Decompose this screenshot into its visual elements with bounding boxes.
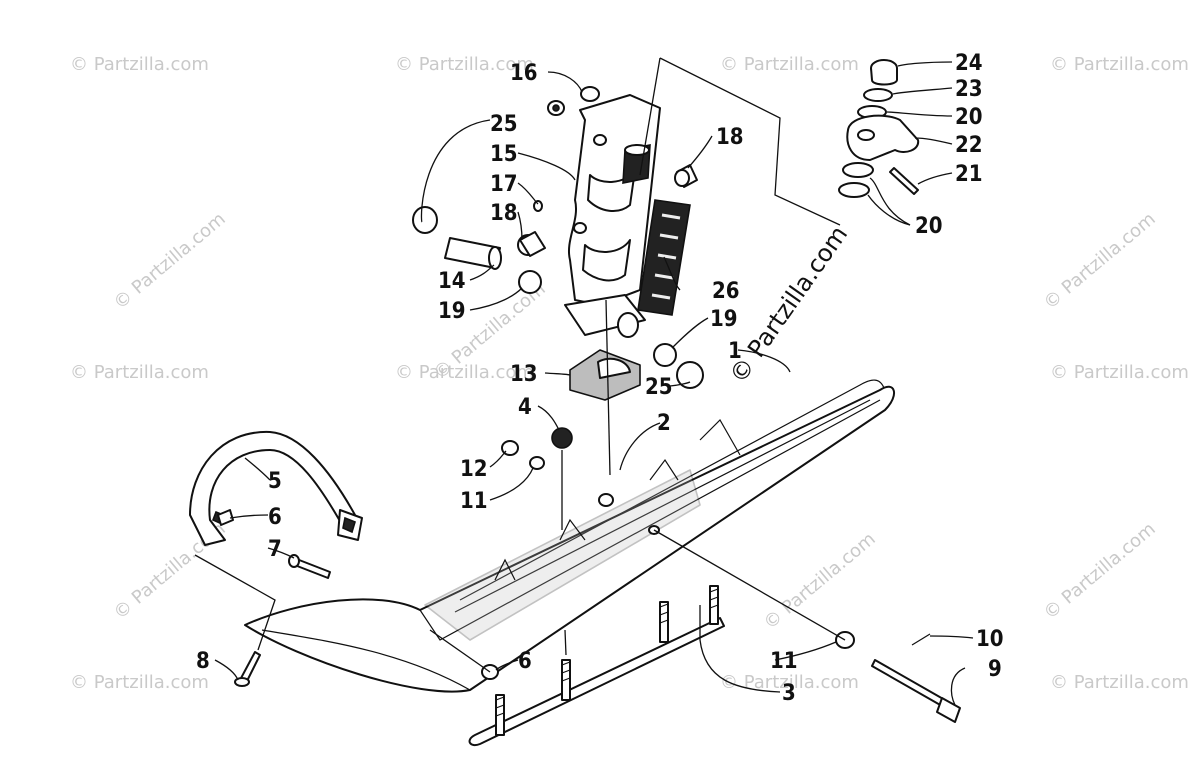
callout-21: 21 bbox=[955, 162, 983, 187]
callout-23: 23 bbox=[955, 77, 983, 102]
callout-10: 10 bbox=[976, 627, 1004, 652]
callout-20: 20 bbox=[955, 105, 983, 130]
callout-5: 5 bbox=[268, 469, 282, 494]
callout-19: 19 bbox=[438, 299, 466, 324]
callout-3: 3 bbox=[782, 681, 796, 706]
watermark-center: © Partzilla.com bbox=[724, 221, 853, 389]
callout-6: 6 bbox=[268, 505, 282, 530]
watermark: © Partzilla.com bbox=[1040, 208, 1160, 313]
steering-arm bbox=[838, 59, 920, 198]
watermark: © Partzilla.com bbox=[1050, 54, 1189, 75]
callout-16: 16 bbox=[510, 61, 538, 86]
watermark: © Partzilla.com bbox=[1040, 518, 1160, 623]
callout-1: 1 bbox=[728, 339, 742, 364]
callout-2: 2 bbox=[657, 411, 671, 436]
callout-11: 11 bbox=[770, 649, 798, 674]
callout-22: 22 bbox=[955, 133, 983, 158]
watermark: © Partzilla.com bbox=[395, 54, 534, 75]
callout-11: 11 bbox=[460, 489, 488, 514]
callout-12: 12 bbox=[460, 457, 488, 482]
callout-7: 7 bbox=[268, 537, 282, 562]
callout-6: 6 bbox=[518, 649, 532, 674]
watermark: © Partzilla.com bbox=[720, 54, 859, 75]
callout-24: 24 bbox=[955, 51, 983, 76]
callouts: 1 2 3 4 5 6 6 7 8 9 10 11 11 12 13 14 15… bbox=[196, 51, 1004, 706]
hardware bbox=[217, 86, 961, 723]
callout-18: 18 bbox=[490, 201, 518, 226]
callout-20: 20 bbox=[915, 214, 943, 239]
watermark: © Partzilla.com bbox=[1050, 672, 1189, 693]
ski-body bbox=[244, 379, 895, 693]
callout-13: 13 bbox=[510, 362, 538, 387]
callout-26: 26 bbox=[712, 279, 740, 304]
callout-9: 9 bbox=[988, 657, 1002, 682]
callout-4: 4 bbox=[518, 395, 532, 420]
watermark: © Partzilla.com bbox=[110, 208, 230, 313]
leader-lines bbox=[194, 57, 974, 706]
callout-8: 8 bbox=[196, 649, 210, 674]
watermark: © Partzilla.com bbox=[395, 362, 534, 383]
watermark: © Partzilla.com bbox=[720, 672, 859, 693]
watermark: © Partzilla.com bbox=[760, 528, 880, 633]
wear-bar bbox=[468, 585, 725, 746]
callout-25: 25 bbox=[490, 112, 518, 137]
watermark: © Partzilla.com bbox=[70, 672, 209, 693]
callout-25: 25 bbox=[645, 375, 673, 400]
callout-19: 19 bbox=[710, 307, 738, 332]
callout-17: 17 bbox=[490, 172, 518, 197]
ski-loop bbox=[189, 430, 363, 546]
callout-14: 14 bbox=[438, 269, 466, 294]
spindle bbox=[564, 94, 661, 338]
callout-18: 18 bbox=[716, 125, 744, 150]
watermark: © Partzilla.com bbox=[70, 362, 209, 383]
watermark: © Partzilla.com bbox=[1050, 362, 1189, 383]
watermark: © Partzilla.com bbox=[70, 54, 209, 75]
callout-15: 15 bbox=[490, 142, 518, 167]
